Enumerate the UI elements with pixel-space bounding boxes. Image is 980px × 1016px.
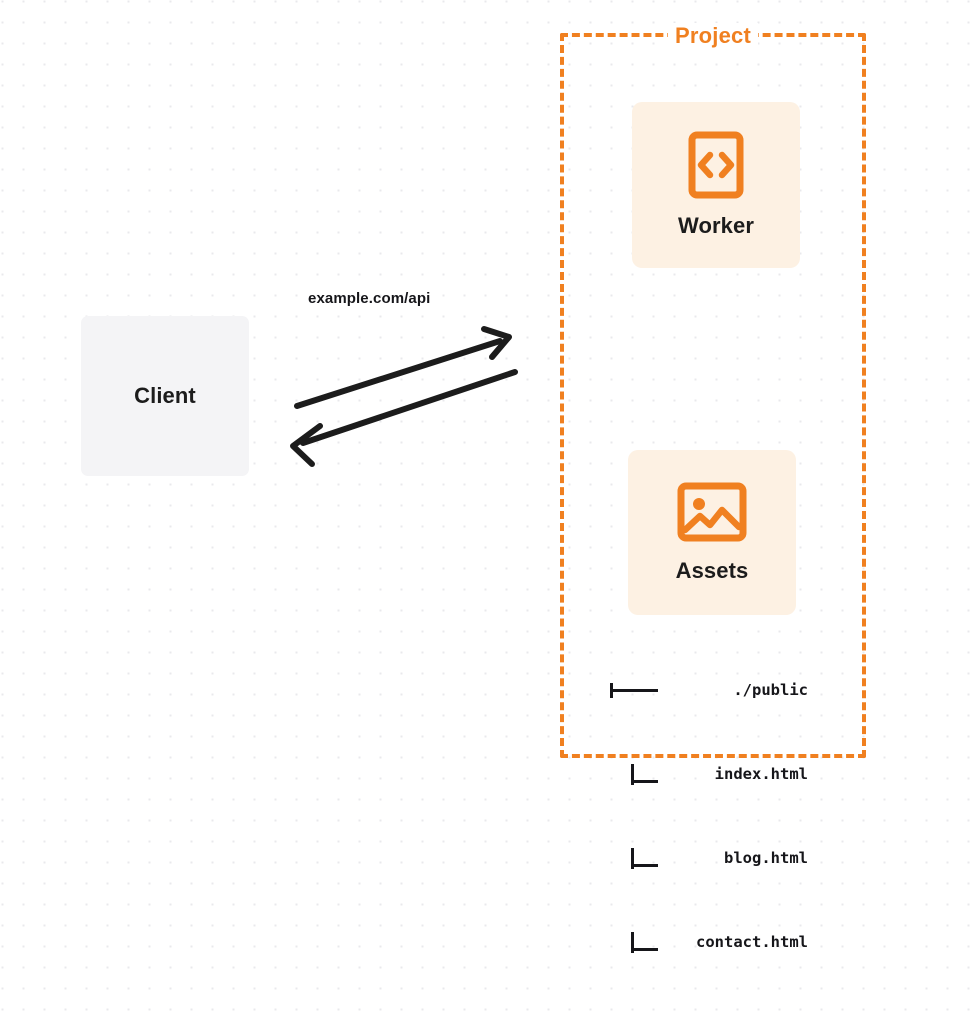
assets-label: Assets bbox=[675, 557, 749, 583]
request-arrow bbox=[294, 326, 512, 409]
worker-label: Worker bbox=[678, 213, 754, 238]
tree-branch-icon bbox=[600, 848, 662, 869]
tree-row: blog.html bbox=[600, 848, 810, 869]
tree-child-label: blog.html bbox=[724, 849, 808, 867]
tree-branch-icon bbox=[600, 932, 662, 953]
tree-branch-icon bbox=[600, 680, 662, 701]
tree-root-label: ./public bbox=[733, 681, 808, 699]
worker-node[interactable]: Worker bbox=[632, 102, 800, 268]
connection-label: example.com/api bbox=[308, 290, 431, 307]
tree-row: ./public bbox=[600, 680, 810, 701]
client-label: Client bbox=[134, 383, 196, 408]
project-title: Project bbox=[668, 23, 758, 49]
project-container: Project bbox=[560, 23, 866, 758]
client-node[interactable]: Client bbox=[81, 316, 249, 476]
tree-child-label: index.html bbox=[714, 765, 808, 783]
image-icon bbox=[677, 482, 747, 541]
diagram-canvas: Client example.com/api Project Worker bbox=[81, 23, 866, 953]
file-tree: ./public index.html blog.html contact.ht… bbox=[600, 617, 810, 1016]
code-file-icon bbox=[688, 131, 744, 199]
tree-branch-icon bbox=[600, 764, 662, 785]
assets-node[interactable]: Assets bbox=[628, 450, 796, 615]
tree-child-label: contact.html bbox=[696, 933, 808, 951]
response-arrow bbox=[290, 369, 518, 467]
tree-row: contact.html bbox=[600, 932, 810, 953]
tree-row: index.html bbox=[600, 764, 810, 785]
